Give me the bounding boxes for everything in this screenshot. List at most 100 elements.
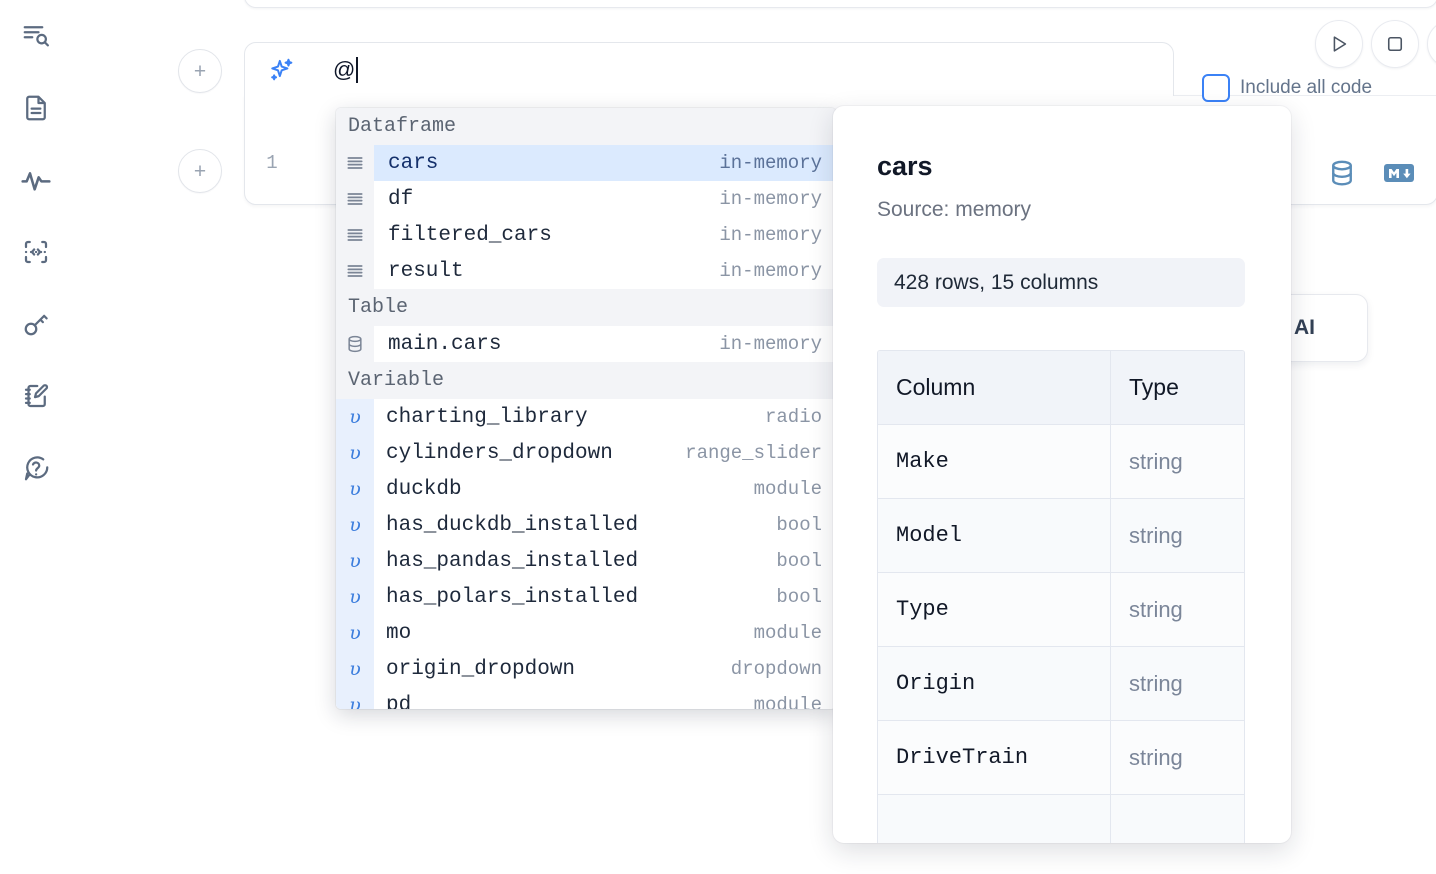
table-header-row: Column Type <box>878 351 1244 425</box>
ai-prompt-input[interactable]: @ <box>333 43 1159 96</box>
autocomplete-item[interactable]: result in-memory <box>336 253 836 289</box>
table-header-cell: Type <box>1129 374 1179 400</box>
autocomplete-item[interactable]: df in-memory <box>336 181 836 217</box>
outline-search-icon[interactable] <box>14 14 58 58</box>
code-snippet-icon[interactable] <box>14 230 58 274</box>
document-icon[interactable] <box>14 86 58 130</box>
autocomplete-item-type: in-memory <box>719 333 822 355</box>
autocomplete-item-type: bool <box>776 586 822 608</box>
autocomplete-item-type: module <box>753 694 822 709</box>
variable-icon: υ <box>336 579 374 615</box>
autocomplete-item-type: radio <box>764 406 822 428</box>
table-row: DriveTrain string <box>878 721 1244 795</box>
sparkle-icon <box>267 56 295 84</box>
text-caret <box>356 56 359 83</box>
autocomplete-item-name: main.cars <box>388 332 502 356</box>
table-row: Model string <box>878 499 1244 573</box>
autocomplete-item-name: has_duckdb_installed <box>386 513 639 537</box>
autocomplete-item-type: in-memory <box>719 152 822 174</box>
autocomplete-item[interactable]: cars in-memory <box>336 145 836 181</box>
table-cell: string <box>1129 522 1183 548</box>
table-cell <box>1111 795 1244 843</box>
autocomplete-group-header: Dataframe <box>336 108 836 145</box>
autocomplete-item-name: has_pandas_installed <box>386 549 639 573</box>
table-row: Type string <box>878 573 1244 647</box>
add-cell-button-top[interactable]: + <box>178 49 222 93</box>
autocomplete-item-type: dropdown <box>730 658 822 680</box>
run-button[interactable] <box>1315 20 1363 68</box>
autocomplete-item[interactable]: υ has_duckdb_installed bool <box>336 507 836 543</box>
detail-source: Source: memory <box>877 198 1032 221</box>
database-table-icon <box>336 326 374 362</box>
autocomplete-item-name: charting_library <box>386 405 588 429</box>
autocomplete-item-type: module <box>753 622 822 644</box>
autocomplete-item[interactable]: filtered_cars in-memory <box>336 217 836 253</box>
autocomplete-group-header: Variable <box>336 362 836 399</box>
ai-prompt-cell[interactable]: @ <box>244 42 1174 96</box>
dataframe-rows-icon <box>336 217 374 253</box>
autocomplete-item-name: cars <box>388 151 439 175</box>
cell-type-icons <box>1327 158 1415 188</box>
table-cell: string <box>1129 596 1183 622</box>
variable-icon: υ <box>336 543 374 579</box>
autocomplete-item[interactable]: main.cars in-memory <box>336 326 836 362</box>
table-header-cell: Column <box>878 351 1111 424</box>
include-all-code-checkbox[interactable] <box>1202 74 1230 102</box>
table-row <box>878 795 1244 843</box>
help-chat-icon[interactable] <box>14 446 58 490</box>
add-cell-button-bottom[interactable]: + <box>178 149 222 193</box>
table-cell: Make <box>878 425 1111 498</box>
activity-pulse-icon[interactable] <box>14 158 58 202</box>
dataframe-rows-icon <box>336 145 374 181</box>
autocomplete-item[interactable]: υ has_polars_installed bool <box>336 579 836 615</box>
table-cell: DriveTrain <box>878 721 1111 794</box>
line-number: 1 <box>266 152 278 174</box>
autocomplete-item-name: df <box>388 187 414 211</box>
dataframe-rows-icon <box>336 253 374 289</box>
variable-icon: υ <box>336 507 374 543</box>
table-cell: Type <box>878 573 1111 646</box>
autocomplete-item-name: duckdb <box>386 477 462 501</box>
table-cell: string <box>1129 670 1183 696</box>
autocomplete-item-type: in-memory <box>719 224 822 246</box>
autocomplete-item[interactable]: υ charting_library radio <box>336 399 836 435</box>
autocomplete-item-type: in-memory <box>719 260 822 282</box>
variable-icon: υ <box>336 399 374 435</box>
include-all-code-row[interactable]: Include all code <box>1202 74 1372 102</box>
autocomplete-item-name: result <box>388 259 464 283</box>
stop-button[interactable] <box>1371 20 1419 68</box>
autocomplete-item-type: in-memory <box>719 188 822 210</box>
dataframe-detail-panel: cars Source: memory 428 rows, 15 columns… <box>833 106 1291 843</box>
detail-shape-badge: 428 rows, 15 columns <box>877 258 1245 307</box>
autocomplete-item-type: range_slider <box>685 442 822 464</box>
autocomplete-item-name: cylinders_dropdown <box>386 441 613 465</box>
variable-icon: υ <box>336 687 374 709</box>
autocomplete-group-header: Table <box>336 289 836 326</box>
variable-icon: υ <box>336 435 374 471</box>
autocomplete-item-type: bool <box>776 514 822 536</box>
scratchpad-edit-icon[interactable] <box>14 374 58 418</box>
sidebar-rail <box>0 0 72 874</box>
previous-cell <box>244 0 1436 8</box>
database-icon[interactable] <box>1327 158 1357 188</box>
more-options-button[interactable] <box>1427 20 1436 68</box>
autocomplete-item-name: mo <box>386 621 412 645</box>
table-cell: string <box>1129 744 1183 770</box>
markdown-icon[interactable] <box>1383 161 1415 185</box>
dataframe-rows-icon <box>336 181 374 217</box>
key-icon[interactable] <box>14 302 58 346</box>
autocomplete-item-name: pd <box>386 693 412 710</box>
autocomplete-item-name: has_polars_installed <box>386 585 639 609</box>
table-cell: Model <box>878 499 1111 572</box>
autocomplete-item[interactable]: υ cylinders_dropdown range_slider <box>336 435 836 471</box>
autocomplete-item-name: filtered_cars <box>388 223 552 247</box>
